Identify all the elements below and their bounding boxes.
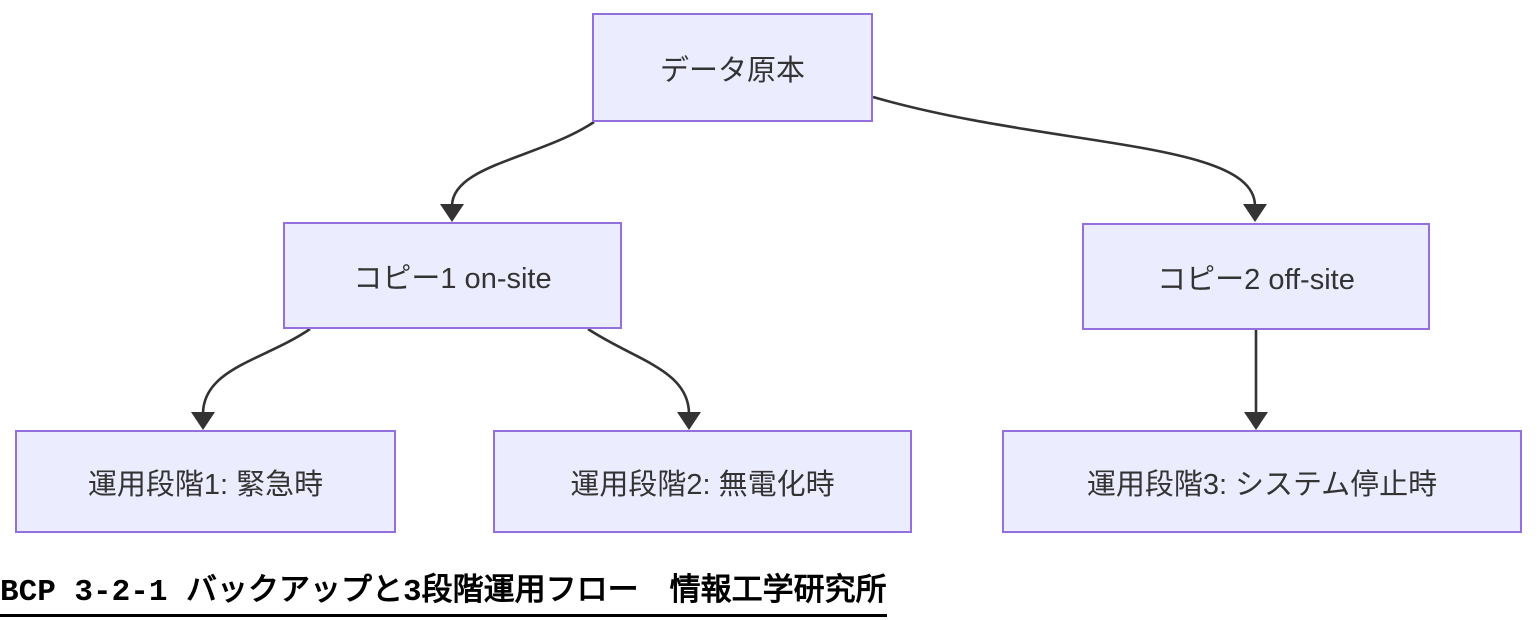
edge-data-original-to-copy1 <box>450 120 595 207</box>
arrowhead-stage2 <box>677 412 701 430</box>
arrowhead-copy1 <box>440 204 464 222</box>
node-stage2-label: 運用段階2: 無電化時 <box>570 468 835 501</box>
edge-copy1-to-stage1 <box>201 327 311 415</box>
arrowhead-stage1 <box>191 412 215 430</box>
node-stage1-label: 運用段階1: 緊急時 <box>87 468 324 501</box>
arrowhead-copy2 <box>1243 204 1267 222</box>
node-data-original-label: データ原本 <box>659 54 805 87</box>
arrowhead-stage3 <box>1244 412 1268 430</box>
diagram-caption-text: BCP 3-2-1 バックアップと3段階運用フロー 情報工学研究所 <box>0 564 887 617</box>
edge-copy1-to-stage2 <box>587 327 691 415</box>
node-copy1-onsite-label: コピー1 on-site <box>353 262 552 295</box>
node-data-original: データ原本 <box>592 13 873 122</box>
edge-data-original-to-copy2 <box>872 95 1257 207</box>
node-stage2: 運用段階2: 無電化時 <box>493 430 912 533</box>
diagram-caption: BCP 3-2-1 バックアップと3段階運用フロー 情報工学研究所 <box>0 564 887 617</box>
node-copy2-offsite: コピー2 off-site <box>1082 223 1430 330</box>
node-stage3-label: 運用段階3: システム停止時 <box>1086 468 1438 501</box>
node-copy2-offsite-label: コピー2 off-site <box>1157 263 1355 296</box>
node-copy1-onsite: コピー1 on-site <box>283 222 622 329</box>
node-stage1: 運用段階1: 緊急時 <box>15 430 396 533</box>
node-stage3: 運用段階3: システム停止時 <box>1002 430 1522 533</box>
